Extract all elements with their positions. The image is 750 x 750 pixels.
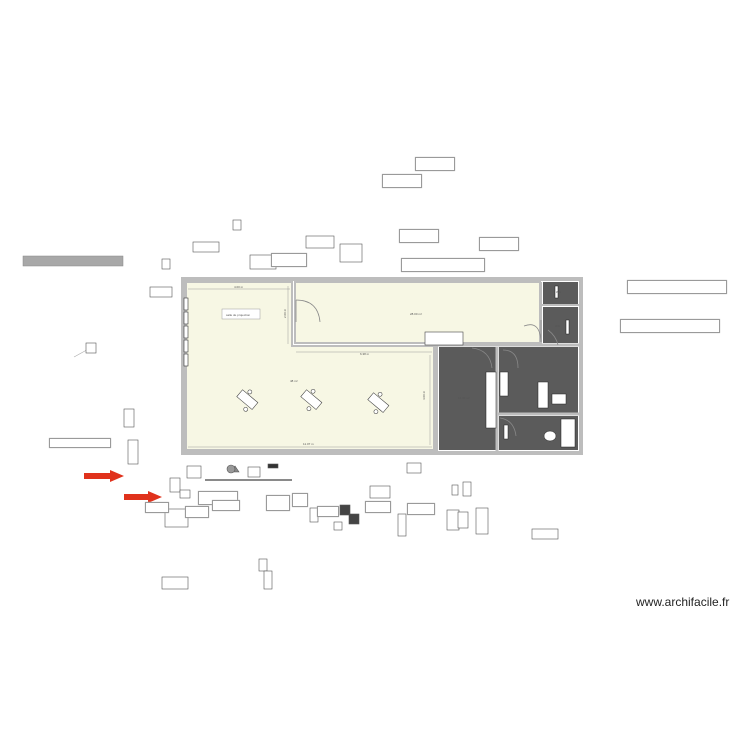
wc2-label: WC <box>555 324 561 328</box>
room-label-text: salle de projection <box>226 313 251 317</box>
furniture-left-wall <box>183 297 189 367</box>
tag-box-8[interactable] <box>620 319 720 333</box>
room-label-box[interactable] <box>221 308 261 320</box>
threshold-box <box>424 331 464 346</box>
area-upper: 28.00 m² <box>410 312 422 316</box>
building-outline <box>181 277 583 455</box>
tag-box-5[interactable] <box>401 258 485 272</box>
tag-box-11[interactable] <box>145 502 169 513</box>
tag-box-13[interactable] <box>266 495 290 511</box>
tag-box-12[interactable] <box>212 500 240 511</box>
wc-label: WC <box>556 290 562 294</box>
tag-box-6[interactable] <box>271 253 307 267</box>
door-swings <box>295 299 559 437</box>
tag-box-7[interactable] <box>627 280 727 294</box>
dimension-lines <box>188 286 432 448</box>
tag-box-15[interactable] <box>317 506 339 517</box>
red-arrows <box>84 470 162 503</box>
dim-top: 4.00 m <box>234 285 244 289</box>
scattered-objects <box>73 219 559 590</box>
tag-box-2[interactable] <box>382 174 422 188</box>
tag-box-16[interactable] <box>365 501 391 513</box>
dim-left-wall: 2.00 m <box>283 308 287 318</box>
area-lower: 48 m² <box>290 379 298 383</box>
tag-box-9[interactable] <box>49 438 111 448</box>
tag-box-1[interactable] <box>415 157 455 171</box>
dim-right: 4.00 m <box>422 390 426 400</box>
tag-box-3[interactable] <box>399 229 439 243</box>
desk-groups <box>236 389 390 414</box>
dark-room-furniture <box>485 285 576 448</box>
tag-box-18[interactable] <box>185 506 209 518</box>
area-dark-left: 11.00 m² <box>458 396 470 400</box>
tag-box-17[interactable] <box>407 503 435 515</box>
watermark-text: www.archifacile.fr <box>636 595 730 609</box>
tag-box-4[interactable] <box>479 237 519 251</box>
dim-mid: 6.38 m <box>360 352 370 356</box>
light-rooms <box>185 281 541 451</box>
legend-bar <box>22 255 124 267</box>
dim-bottom: 11.07 m <box>303 442 314 446</box>
tag-box-14[interactable] <box>292 493 308 507</box>
